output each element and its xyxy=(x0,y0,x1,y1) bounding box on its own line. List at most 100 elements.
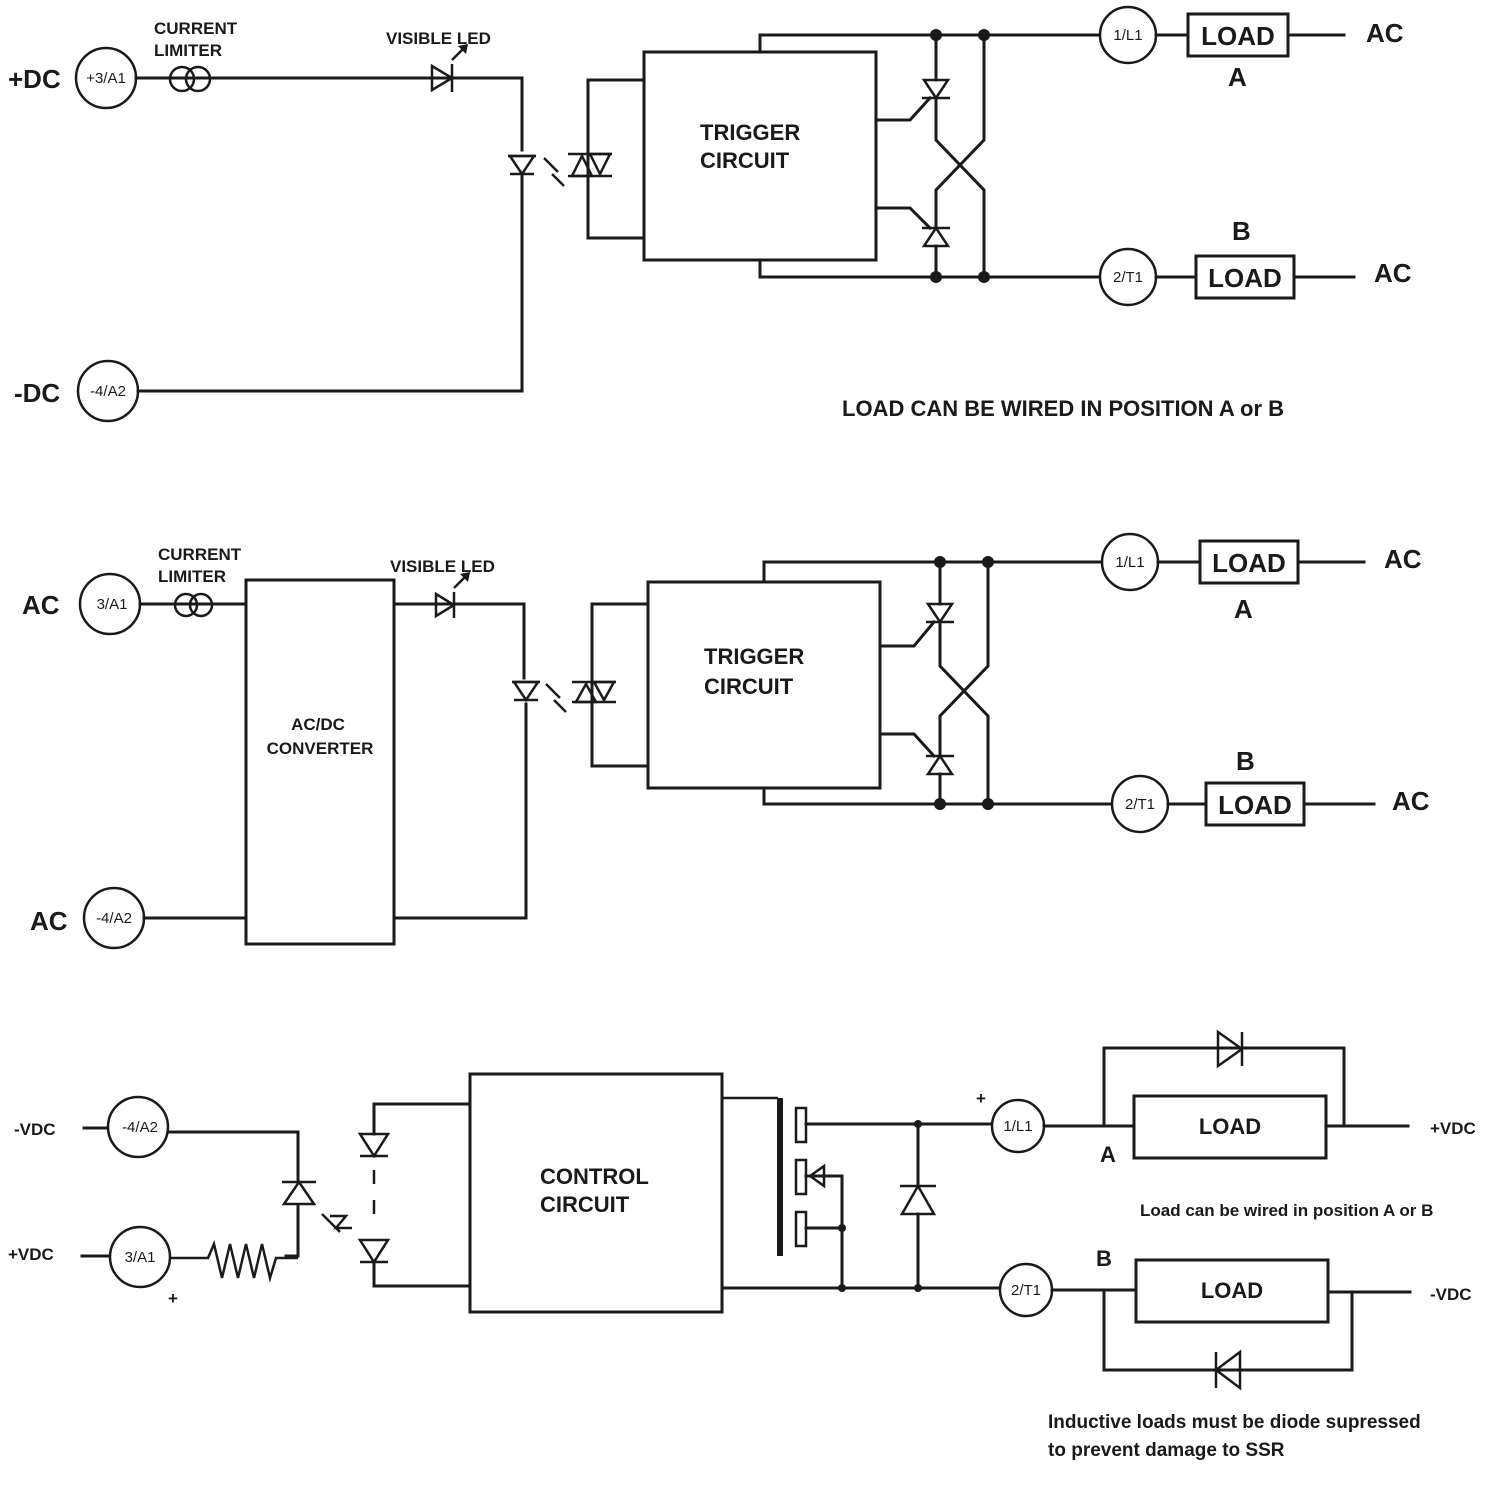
control-circuit-box xyxy=(468,1072,724,1314)
load-position-note: Load can be wired in position A or B xyxy=(1140,1201,1433,1220)
resistor-icon xyxy=(170,1240,298,1283)
dc-negative-label: -DC xyxy=(14,378,60,408)
ac-label-bottom: AC xyxy=(1392,786,1430,816)
terminal-1l1-label: 1/L1 xyxy=(1115,554,1144,571)
junction-dot xyxy=(978,29,990,41)
ac-label-top: AC xyxy=(1366,18,1404,48)
terminal-1l1-label: 1/L1 xyxy=(1113,27,1142,44)
terminal-ac-1-label: 3/A1 xyxy=(97,596,128,613)
junction-dot xyxy=(934,556,946,568)
protection-diode-icon xyxy=(281,1179,317,1206)
trigger-circuit-label-2: CIRCUIT xyxy=(700,148,790,173)
vdc-negative-output-label: -VDC xyxy=(1430,1285,1472,1304)
position-a-label: A xyxy=(1234,594,1253,624)
visible-led-icon xyxy=(434,572,470,619)
trigger-circuit-label-1: TRIGGER xyxy=(704,644,804,669)
trigger-circuit-label-1: TRIGGER xyxy=(700,120,800,145)
visible-led-label: VISIBLE LED xyxy=(390,557,495,576)
scr-pair-icon xyxy=(878,560,990,806)
circuit-ac-input: AC 3/A1 AC -4/A2 CURRENT LIMITER AC/DC C… xyxy=(22,532,1430,950)
freewheel-diode-icon xyxy=(899,1122,937,1290)
terminal-2t1-label: 2/T1 xyxy=(1011,1282,1041,1299)
output-bus-bottom xyxy=(762,786,1116,806)
trigger-circuit-label-2: CIRCUIT xyxy=(704,674,794,699)
current-limiter-label-1: CURRENT xyxy=(154,19,238,38)
position-b-label: B xyxy=(1236,746,1255,776)
current-limiter-label-2: LIMITER xyxy=(158,567,226,586)
input-wire-bottom xyxy=(392,702,528,920)
input-wire-bottom xyxy=(136,174,524,393)
input-wire-top xyxy=(392,602,526,680)
trigger-circuit-box xyxy=(642,50,878,262)
optocoupler-receiver-icon xyxy=(572,602,650,768)
position-b-label: B xyxy=(1096,1246,1112,1271)
inductive-note-line-1: Inductive loads must be diode supressed xyxy=(1048,1412,1421,1433)
junction-dot xyxy=(838,1284,846,1292)
load-b-label: LOAD xyxy=(1208,263,1282,293)
optocoupler-emitter-icon xyxy=(321,1213,352,1233)
load-b-label: LOAD xyxy=(1218,790,1292,820)
circuit-dc-output: -VDC -4/A2 +VDC 3/A1 + xyxy=(8,1029,1476,1461)
load-a-label: LOAD xyxy=(1201,21,1275,51)
terminal-1l1-label: 1/L1 xyxy=(1003,1118,1032,1135)
junction-dot xyxy=(982,556,994,568)
load-a-label: LOAD xyxy=(1199,1114,1261,1139)
ac-label-top: AC xyxy=(1384,544,1422,574)
load-box-b xyxy=(1204,781,1306,827)
ac-dc-converter-box xyxy=(244,578,396,946)
wire xyxy=(1102,1288,1354,1372)
load-a-label: LOAD xyxy=(1212,548,1286,578)
terminal-dc-negative-label: -4/A2 xyxy=(90,383,126,400)
terminal-vdc-positive-label: 3/A1 xyxy=(125,1249,156,1266)
input-wire-top xyxy=(134,76,524,152)
output-bus-top xyxy=(762,560,1106,584)
terminal-2t1-label: 2/T1 xyxy=(1113,269,1143,286)
current-limiter-label-2: LIMITER xyxy=(154,41,222,60)
scr-pair-icon xyxy=(874,33,986,279)
optocoupler-receiver-icon xyxy=(568,78,646,240)
suppression-diode-a-icon xyxy=(1216,1029,1245,1069)
junction-dot xyxy=(838,1224,846,1232)
junction-dot xyxy=(982,798,994,810)
vdc-positive-output-label: +VDC xyxy=(1430,1119,1476,1138)
vdc-negative-input-label: -VDC xyxy=(14,1120,56,1139)
load-box-b xyxy=(1134,1258,1330,1324)
plus-sign-output: + xyxy=(976,1089,986,1108)
current-limiter-label-1: CURRENT xyxy=(158,545,242,564)
output-bus-bottom xyxy=(758,258,1102,279)
mosfet-icon xyxy=(722,1096,1002,1290)
terminal-2t1-label: 2/T1 xyxy=(1125,796,1155,813)
control-circuit-label-2: CIRCUIT xyxy=(540,1192,630,1217)
circuit-dc-input: +DC +3/A1 -DC -4/A2 CURRENT LIMITER VISI… xyxy=(8,5,1412,423)
optocoupler-led-icon xyxy=(507,154,565,187)
junction-dot xyxy=(914,1120,922,1128)
control-circuit-label-1: CONTROL xyxy=(540,1164,649,1189)
terminal-ac-2-label: -4/A2 xyxy=(96,910,132,927)
converter-label-1: AC/DC xyxy=(291,715,345,734)
junction-dot xyxy=(930,29,942,41)
optocoupler-led-icon xyxy=(511,680,567,713)
junction-dot xyxy=(934,798,946,810)
inductive-note-line-2: to prevent damage to SSR xyxy=(1048,1440,1285,1461)
dc-positive-label: +DC xyxy=(8,64,61,94)
terminal-vdc-negative-label: -4/A2 xyxy=(122,1119,158,1136)
output-bus-top xyxy=(758,33,1102,54)
ac-label-bottom: AC xyxy=(1374,258,1412,288)
terminal-dc-positive-label: +3/A1 xyxy=(86,70,126,87)
position-a-label: A xyxy=(1228,62,1247,92)
ac-input-label-1: AC xyxy=(22,590,60,620)
visible-led-label: VISIBLE LED xyxy=(386,29,491,48)
visible-led-icon xyxy=(430,44,468,93)
optocoupler-receiver-icon xyxy=(357,1102,472,1288)
position-b-label: B xyxy=(1232,216,1251,246)
ac-input-label-2: AC xyxy=(30,906,68,936)
terminal-vdc-negative xyxy=(106,1095,170,1159)
suppression-diode-b-icon xyxy=(1213,1349,1242,1391)
position-a-label: A xyxy=(1100,1142,1116,1167)
junction-dot xyxy=(978,271,990,283)
load-position-note: LOAD CAN BE WIRED IN POSITION A or B xyxy=(842,396,1284,421)
wire xyxy=(166,1130,300,1182)
junction-dot xyxy=(914,1284,922,1292)
wire xyxy=(284,1204,300,1258)
